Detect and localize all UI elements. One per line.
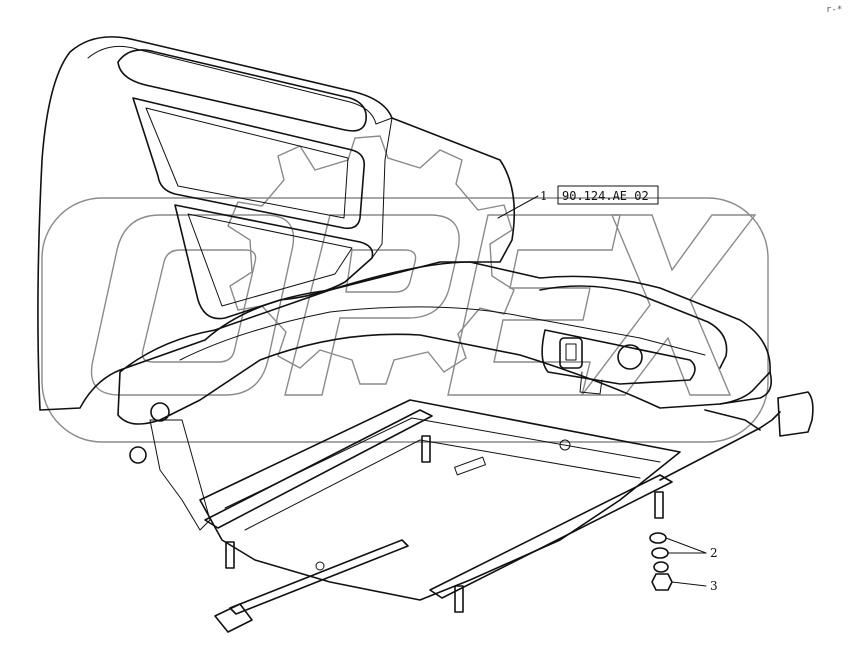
stud-center — [421, 435, 431, 463]
watermark-gear — [227, 135, 515, 385]
stud-left-front — [225, 541, 235, 569]
side-control-housing — [541, 329, 696, 385]
left-slide-rail — [204, 409, 433, 529]
corner-mark: r-* — [826, 5, 842, 15]
seat-backrest — [37, 36, 516, 411]
callout-1: 1 — [540, 189, 548, 203]
backrest-upper-panel — [132, 97, 366, 230]
left-knob-upper — [150, 402, 170, 422]
cushion-seam — [179, 306, 706, 361]
connecting-rod — [659, 411, 781, 481]
watermark-letter-o — [90, 214, 295, 396]
washer-3 — [653, 561, 669, 573]
watermark-letter-x — [580, 214, 757, 396]
washer-1 — [649, 532, 667, 544]
cushion-front-lip — [539, 285, 728, 369]
rod-end-bracket — [777, 391, 814, 437]
headrest-roll — [117, 49, 367, 132]
leader-2a — [665, 537, 707, 554]
callout-2: 2 — [710, 546, 718, 560]
watermark-frame — [41, 197, 769, 443]
leader-3 — [671, 581, 707, 587]
left-side-bracket — [149, 419, 211, 531]
callout-3: 3 — [710, 579, 718, 593]
seat-cushion — [117, 261, 773, 531]
adjustment-bar — [229, 539, 409, 615]
stud-right — [654, 491, 664, 519]
watermark-letter-p — [284, 214, 460, 396]
right-slide-rail — [429, 474, 673, 599]
watermark-letter-e — [447, 214, 621, 396]
backrest-upper-panel-inner — [145, 107, 349, 219]
fasteners: 2 3 — [649, 532, 718, 593]
nut — [651, 573, 673, 591]
lever-switch — [559, 337, 583, 369]
housing-bracket — [579, 371, 603, 395]
adjustment-bar-handle — [214, 603, 253, 633]
recline-knob — [617, 344, 643, 370]
opex-watermark — [41, 135, 769, 443]
part-number-box — [557, 185, 659, 205]
backrest-side-bolster — [371, 117, 393, 259]
left-knob-lower — [129, 446, 147, 464]
backrest-lower-panel — [174, 204, 374, 320]
backrest-inner-edge — [87, 45, 377, 125]
part-number-label: 90.124.AE 02 — [562, 189, 649, 203]
backrest-lower-panel-inner — [187, 213, 353, 307]
leader-1 — [497, 195, 539, 219]
base-hole-a — [559, 439, 571, 451]
base-slot — [454, 456, 486, 476]
lever-switch-inner — [565, 343, 577, 361]
base-hole-b — [315, 561, 325, 571]
seat-base-frame — [199, 391, 814, 633]
part-label-group: 1 90.124.AE 02 — [497, 185, 659, 219]
washer-2 — [651, 547, 669, 559]
cushion-right-trim — [704, 371, 773, 431]
base-plate-outline — [199, 399, 681, 601]
stud-right-front — [454, 585, 464, 613]
cushion-top-outline — [117, 261, 771, 425]
